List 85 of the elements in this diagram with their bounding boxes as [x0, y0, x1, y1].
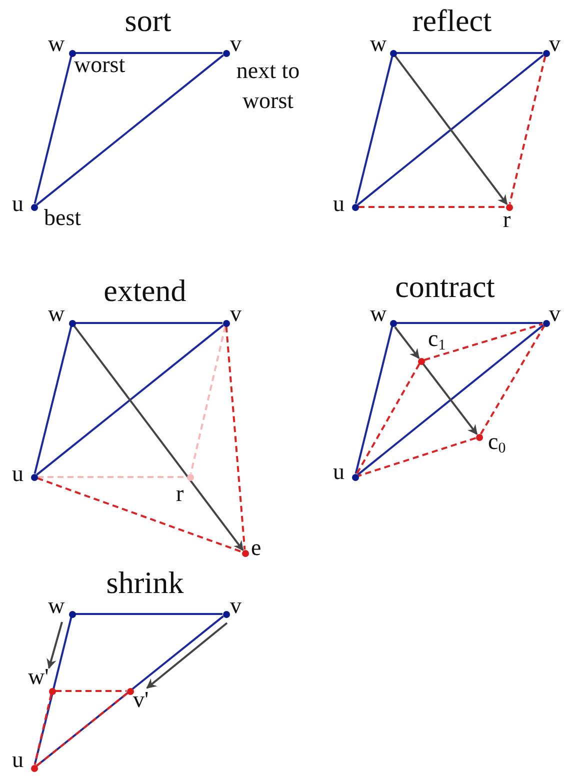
point-label: w — [48, 302, 65, 326]
point-marker — [30, 474, 38, 480]
point-label: u — [12, 192, 24, 216]
line — [34, 326, 72, 474]
dashed-line — [38, 476, 186, 478]
line — [76, 613, 222, 615]
point-marker — [126, 688, 134, 694]
line — [34, 56, 72, 204]
line — [76, 322, 222, 324]
dashed-line — [424, 323, 543, 361]
line — [354, 326, 394, 474]
point-marker — [390, 50, 396, 56]
arrow — [394, 55, 508, 205]
arrow — [422, 363, 478, 435]
line — [396, 52, 542, 54]
line — [354, 56, 394, 204]
dashed-line — [36, 477, 242, 553]
point-label: u — [333, 192, 344, 216]
point-label: u — [12, 462, 24, 486]
point-marker — [222, 610, 230, 618]
arrow — [46, 622, 63, 669]
point-marker — [506, 204, 512, 210]
point-label: w — [48, 594, 65, 618]
line — [34, 617, 72, 765]
dashed-line — [36, 692, 128, 767]
point-marker — [242, 550, 248, 556]
point-annotation: best — [44, 206, 82, 230]
point-label: v — [549, 302, 560, 326]
point-label: w — [370, 32, 387, 56]
dashed-line — [358, 206, 506, 208]
point-annotation: next to worst — [235, 57, 301, 115]
dashed-line — [358, 437, 476, 477]
point-label: r — [176, 482, 184, 506]
line — [357, 324, 544, 476]
line — [36, 54, 224, 206]
panel-title: extend — [104, 274, 186, 308]
panel-title: reflect — [412, 4, 492, 38]
point-marker — [30, 764, 38, 772]
point-label: w — [370, 302, 387, 326]
point-label: r — [503, 208, 511, 232]
line — [396, 322, 542, 324]
point-marker — [352, 474, 358, 480]
point-marker — [390, 320, 396, 326]
point-marker — [352, 204, 358, 210]
panel-title: sort — [124, 4, 172, 38]
point-label: c$_{0}$ — [488, 430, 506, 454]
point-marker — [222, 50, 230, 56]
point-marker — [68, 50, 76, 56]
point-marker — [222, 320, 230, 326]
dashed-line — [356, 364, 420, 474]
dashed-line — [480, 326, 546, 434]
point-label: u — [333, 460, 344, 484]
line — [76, 52, 222, 54]
point-label: e — [251, 536, 262, 560]
point-marker — [68, 610, 76, 618]
dashed-line — [56, 690, 126, 692]
point-label: v — [230, 302, 242, 326]
arrow — [394, 326, 420, 359]
panel-title: contract — [395, 270, 495, 304]
dashed-line — [225, 326, 246, 550]
point-marker — [542, 50, 550, 56]
point-marker — [418, 358, 424, 364]
arrow — [73, 325, 244, 551]
point-label: u — [12, 748, 24, 772]
point-label: c$_{1}$ — [428, 327, 446, 351]
point-label: w' — [28, 665, 49, 689]
point-marker — [476, 434, 482, 440]
point-annotation: worst — [74, 53, 126, 77]
arrow — [146, 622, 228, 689]
point-label: v — [549, 32, 560, 56]
panel-title: shrink — [106, 566, 184, 600]
point-label: v — [230, 594, 242, 618]
point-marker — [68, 320, 76, 326]
point-marker — [186, 474, 194, 480]
line — [36, 324, 224, 476]
point-label: v — [230, 32, 242, 56]
dashed-line — [34, 694, 52, 765]
point-label: v' — [133, 688, 149, 712]
point-marker — [30, 204, 38, 210]
dashed-line — [508, 56, 546, 204]
point-marker — [542, 320, 550, 326]
line — [357, 54, 544, 206]
dashed-line — [190, 326, 226, 474]
point-label: w — [48, 32, 65, 56]
point-marker — [48, 688, 56, 694]
